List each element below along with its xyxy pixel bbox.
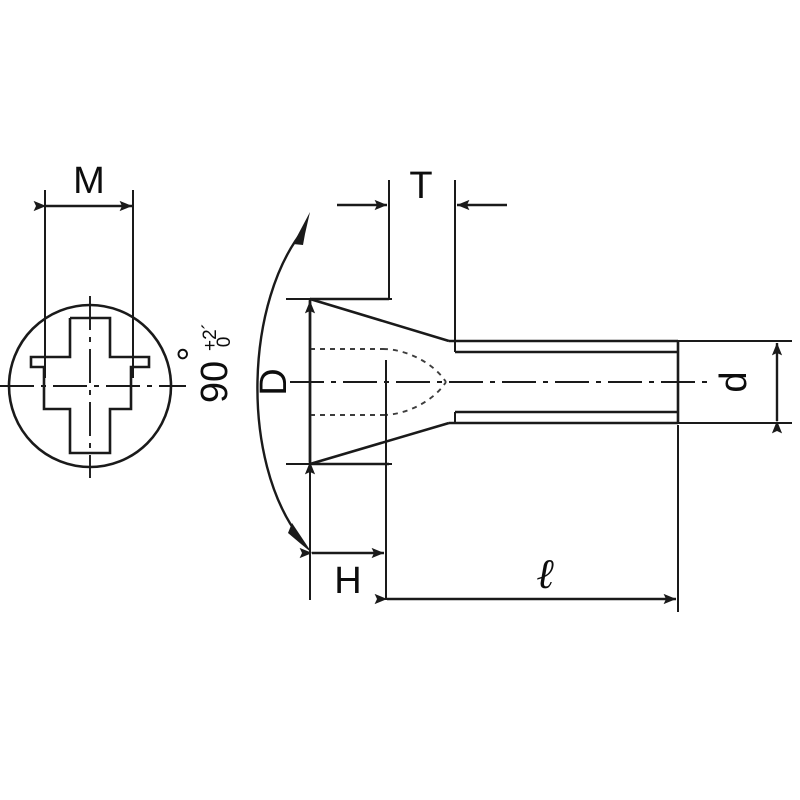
dimension-label-h: H bbox=[334, 560, 361, 602]
angle-degree-symbol: ° bbox=[171, 346, 213, 361]
angle-arrowhead-bottom bbox=[288, 523, 312, 553]
side-view-group: T D d H ℓ bbox=[171, 165, 792, 612]
dimension-label-d-shank: d bbox=[713, 371, 755, 392]
angle-tolerance-upper: +2´ bbox=[200, 323, 221, 351]
angle-arrowhead-top bbox=[293, 212, 310, 245]
dimension-label-m: M bbox=[73, 160, 105, 202]
end-view-group: M bbox=[0, 160, 186, 478]
countersink-angle-arc bbox=[256, 227, 306, 539]
dimension-label-d-head: D bbox=[253, 368, 295, 395]
head-taper-lower bbox=[309, 421, 450, 466]
head-taper-upper bbox=[309, 297, 450, 343]
dimension-label-length: ℓ bbox=[537, 552, 555, 598]
angle-value-label: 90 bbox=[194, 361, 236, 403]
recess-hidden-arc-upper bbox=[382, 348, 447, 383]
recess-hidden-arc-lower bbox=[382, 381, 447, 416]
angle-tolerance-lower: 0 bbox=[214, 337, 235, 348]
dimension-label-t: T bbox=[409, 165, 432, 207]
cross-recess-outline bbox=[29, 316, 151, 455]
